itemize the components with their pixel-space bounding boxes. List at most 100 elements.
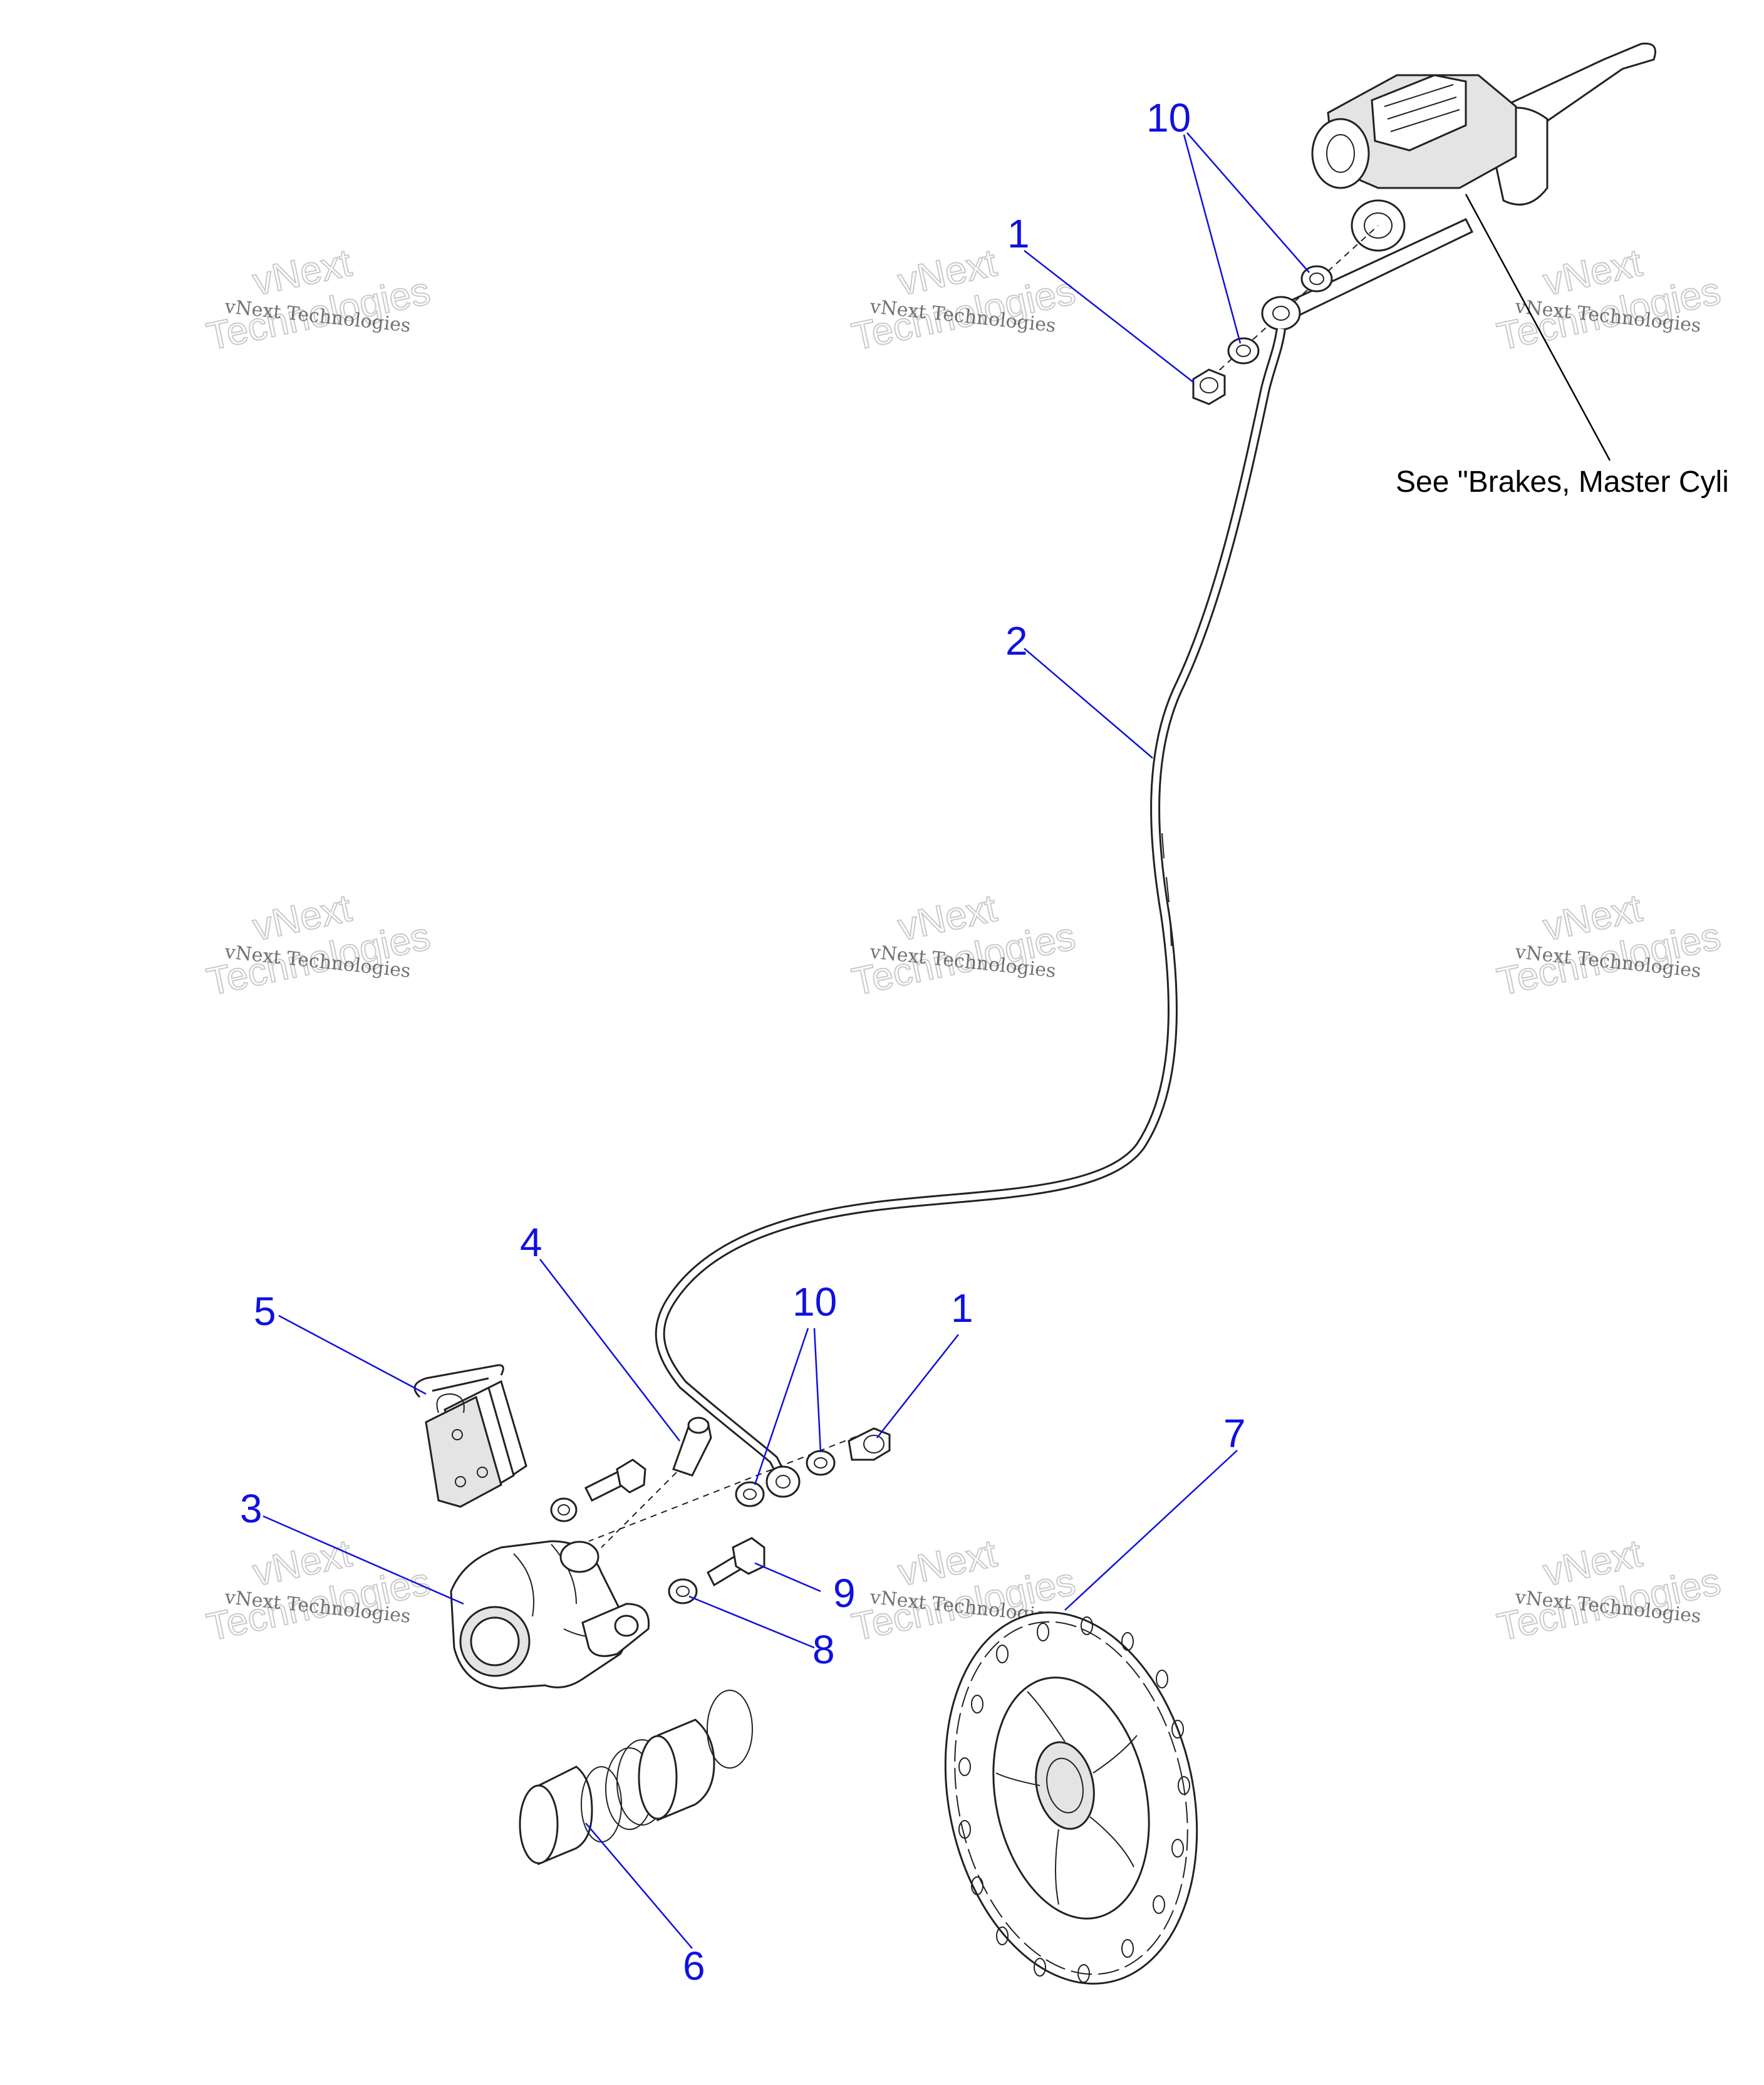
sealing-washer-lower <box>1227 337 1260 365</box>
rotor-hole <box>1153 1895 1165 1914</box>
watermark-top-left: vNext Technologies vNext Technologies <box>202 241 434 360</box>
callout-1-bottom: 1 <box>951 1286 973 1331</box>
caliper-piston-face <box>470 1616 520 1666</box>
rotor-hole <box>1178 1776 1190 1795</box>
rotor-vent-holes <box>958 1616 1190 1983</box>
caliper-bleeder-boss <box>559 1541 599 1573</box>
callout-8: 8 <box>812 1627 835 1672</box>
brake-rotor <box>944 1611 1198 1985</box>
banjo-bolt-top-head <box>1200 377 1218 393</box>
watermark-bottom-right: vNext Technologies vNext Technologies <box>1493 1531 1725 1650</box>
leader-1-top <box>1024 250 1194 383</box>
banjo-fitting-bottom-hole <box>776 1475 791 1489</box>
leader-3 <box>262 1515 464 1605</box>
leader-1-bottom <box>876 1334 959 1438</box>
leader-2 <box>1024 648 1153 759</box>
rotor-hole <box>971 1876 983 1895</box>
banjo-fitting-top-hole <box>1272 306 1290 321</box>
handlebar-lever <box>1508 43 1656 137</box>
watermark-top-center: vNext Technologies vNext Technologies <box>848 241 1079 360</box>
rotor-spline-bore <box>1046 1757 1084 1814</box>
callout-4: 4 <box>520 1220 542 1265</box>
watermark-bottom-left: vNext Technologies vNext Technologies <box>202 1531 434 1650</box>
watermark-middle-center: vNext Technologies vNext Technologies <box>848 886 1079 1005</box>
callout-5: 5 <box>254 1289 276 1334</box>
banjo-port-boss-face <box>1364 212 1393 239</box>
rotor-hole <box>1121 1632 1134 1651</box>
brake-pad-front <box>425 1395 502 1508</box>
rotor-spokes <box>995 1691 1138 1905</box>
pad-spring-clip <box>413 1364 504 1398</box>
rotor-wave-edge <box>954 1621 1188 1975</box>
pad-hanger-tab <box>436 1393 465 1413</box>
leader-4 <box>539 1259 680 1442</box>
note-leader-line <box>1465 194 1611 461</box>
leader-lines <box>262 132 1310 1949</box>
rotor-center-hub <box>1035 1741 1095 1830</box>
banjo-fitting-top <box>1261 296 1301 331</box>
callout-3: 3 <box>240 1486 262 1531</box>
rotor-hole <box>1171 1720 1184 1739</box>
callout-labels: 10 1 2 4 5 10 1 7 3 9 8 6 <box>240 95 1246 1989</box>
piston-face <box>519 1784 559 1864</box>
caliper-pin-washer-upper-hole <box>558 1504 570 1516</box>
top-fasteners <box>1192 225 1379 405</box>
piston-outer-face <box>638 1735 678 1820</box>
reservoir-cap <box>1371 74 1467 152</box>
rotor-hole <box>958 1820 971 1839</box>
callout-10-top: 10 <box>1146 95 1191 140</box>
sealing-washer-bottom-left <box>735 1481 765 1507</box>
rotor-hole <box>1034 1958 1046 1977</box>
sealing-washer-bottom-right-hole <box>814 1457 828 1469</box>
sealing-washer-lower-hole <box>1236 345 1251 357</box>
leader-6 <box>585 1822 693 1949</box>
rotor-hole <box>1171 1839 1184 1858</box>
sealing-washer-upper-hole <box>1309 273 1324 285</box>
note-text: See "Brakes, Master Cyli <box>1396 465 1729 499</box>
bleeder-screw <box>672 1421 712 1477</box>
hose-mark <box>1170 920 1172 947</box>
hose-mark <box>1166 876 1170 903</box>
leader-10-top-a <box>1186 132 1310 273</box>
banjo-bolt-bottom-head <box>863 1435 885 1453</box>
rotor-hole <box>971 1695 983 1713</box>
brake-hose-core <box>656 328 1284 1474</box>
reservoir-cap-detail <box>1384 84 1460 132</box>
leader-10-top-b <box>1183 134 1242 344</box>
hose-mark <box>1161 833 1165 859</box>
master-cylinder-clamp <box>1311 118 1370 189</box>
rotor-hole <box>996 1645 1009 1663</box>
callout-10-bottom: 10 <box>792 1279 837 1324</box>
pad-rivet <box>455 1476 466 1487</box>
callout-1-top: 1 <box>1007 211 1030 256</box>
leader-5 <box>278 1314 427 1395</box>
banjo-bolt-top <box>1192 368 1226 405</box>
brake-pads <box>413 1364 527 1508</box>
pad-rivet <box>452 1429 463 1440</box>
sealing-washer-bottom-left-hole <box>743 1489 757 1500</box>
callout-7: 7 <box>1223 1411 1246 1456</box>
watermark-top-right: vNext Technologies vNext Technologies <box>1493 241 1725 360</box>
caliper-mounting-bolt-head <box>732 1537 765 1575</box>
leader-9 <box>754 1562 821 1593</box>
rotor-hole <box>1121 1939 1134 1958</box>
sealing-washer-bottom-right <box>806 1450 836 1476</box>
rotor-hole <box>958 1757 971 1776</box>
leader-8 <box>688 1595 815 1649</box>
caliper-mounting-washer-hole <box>676 1586 690 1597</box>
rotor-hole <box>996 1926 1009 1945</box>
callout-9: 9 <box>833 1571 856 1616</box>
rotor-hole <box>1077 1964 1090 1983</box>
caliper-pin-bolt-upper-head <box>616 1458 646 1494</box>
caliper-mounting-washer <box>668 1578 698 1604</box>
bottom-fasteners <box>550 1417 891 1604</box>
piston-kit <box>519 1690 753 1866</box>
rotor-hole <box>1156 1670 1168 1688</box>
callout-6: 6 <box>683 1943 705 1989</box>
brake-caliper <box>450 1540 650 1690</box>
bleeder-screw-cap <box>687 1417 710 1434</box>
brake-hose <box>655 328 1286 1475</box>
rotor-hole <box>1081 1616 1093 1635</box>
leader-7 <box>1064 1450 1238 1611</box>
